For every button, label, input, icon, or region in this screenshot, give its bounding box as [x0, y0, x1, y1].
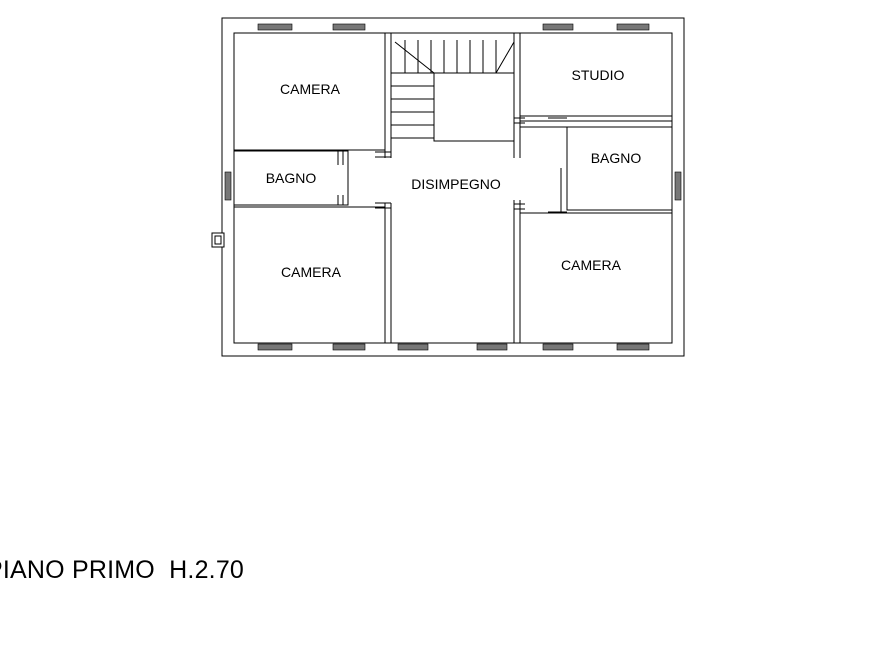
wall-bagno-w: [233, 150, 349, 206]
chimney: [211, 232, 225, 248]
floor-caption: PIANO PRIMO H.2.70: [0, 556, 245, 584]
room-label-bagno-w: BAGNO: [266, 170, 317, 186]
room-label-camera-sw: CAMERA: [281, 264, 342, 280]
wall-camera-se: [519, 212, 673, 344]
room-label-camera-nw: CAMERA: [280, 81, 341, 97]
wall-studio: [519, 32, 673, 117]
staircase: [391, 40, 515, 142]
wall-bagno-e: [566, 126, 673, 211]
outer-wall-outer: [221, 17, 685, 357]
room-label-bagno-e: BAGNO: [591, 150, 642, 166]
room-label-studio: STUDIO: [572, 67, 625, 83]
room-label-camera-se: CAMERA: [561, 257, 622, 273]
window-openings: [224, 23, 682, 351]
room-label-disimpegno: DISIMPEGNO: [411, 176, 501, 192]
